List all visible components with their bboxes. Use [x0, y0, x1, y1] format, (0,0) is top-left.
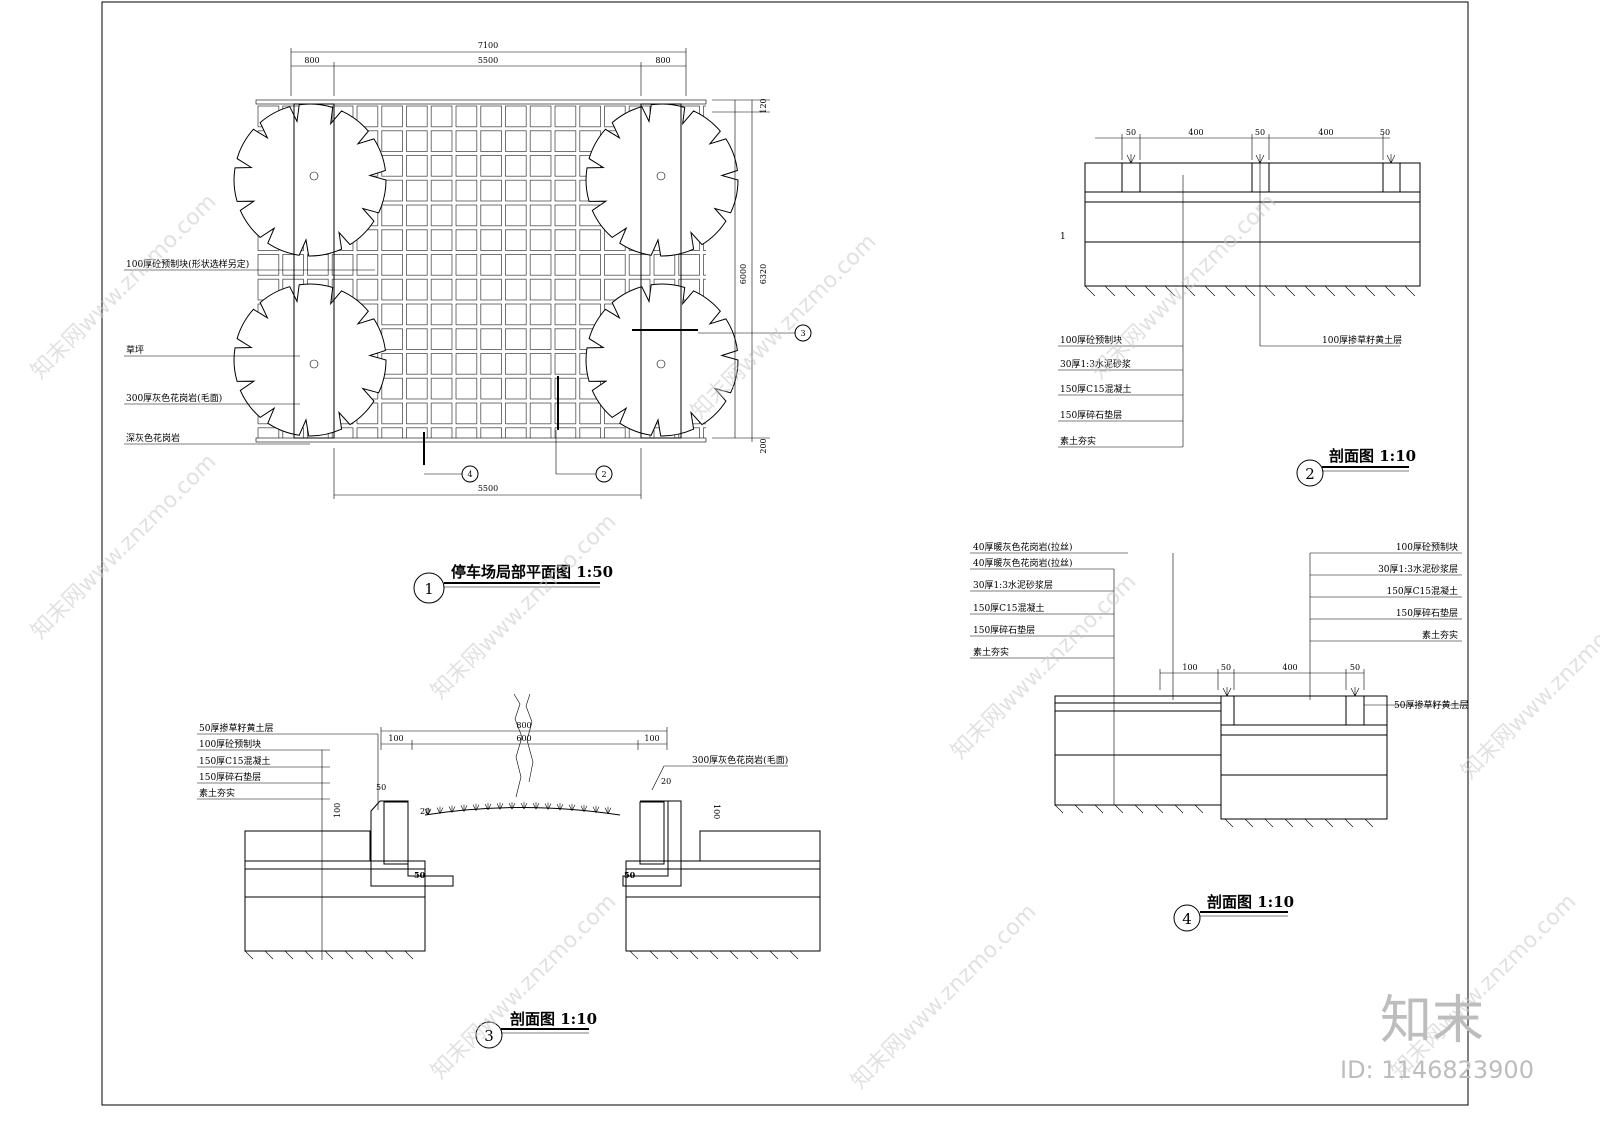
dim-200: 200	[759, 438, 768, 453]
dim-7100: 7100	[478, 41, 498, 50]
dim-5500-bottom: 5500	[478, 484, 498, 493]
dim-600: 600	[516, 734, 531, 743]
dim: 50	[1221, 663, 1231, 672]
section4-title: 剖面图 1:10	[1207, 893, 1294, 911]
section-3: 800 100 600 100 50厚掺草籽黄土层 100厚砼预制块	[197, 693, 821, 1049]
sheet-border	[101, 1, 1469, 1106]
plan-title: 停车场局部平面图 1:50	[451, 563, 613, 581]
dim-100: 100	[388, 734, 403, 743]
section3-number: 3	[484, 1027, 494, 1045]
label: 30厚1:3水泥砂浆层	[973, 579, 1053, 591]
dim-50: 50	[1255, 128, 1265, 137]
dim-800: 800	[304, 56, 319, 65]
dim: 20	[420, 807, 430, 816]
watermark-site: 知末网www.znzmo.com	[427, 889, 622, 1084]
watermark-logo: 知末	[1380, 991, 1484, 1051]
dim-50: 50	[1126, 128, 1136, 137]
marker-2: 2	[601, 470, 606, 479]
plan-number: 1	[424, 580, 434, 598]
section-2: 50 400 50 400 50 1 100厚砼预制块 30厚1:3水泥砂浆 1…	[1058, 128, 1421, 487]
section-4: 100 50 400 50 40厚暖灰色花岗岩(拉丝) 40厚暖灰色花岗岩(拉丝…	[970, 541, 1468, 932]
label: 150厚C15混凝土	[1386, 585, 1458, 597]
tree-canopy	[233, 283, 387, 437]
plan-top-edge	[255, 99, 707, 105]
dim-6320: 6320	[759, 264, 768, 284]
tree-trunk	[309, 359, 319, 369]
dim-6000: 6000	[739, 264, 748, 284]
label: 素土夯实	[973, 646, 1009, 658]
dim: 50	[624, 870, 636, 880]
dim: 100	[712, 804, 721, 819]
section3-title: 剖面图 1:10	[510, 1010, 597, 1028]
label: 30厚1:3水泥砂浆层	[1378, 563, 1458, 575]
label: 100厚砼预制块	[1396, 541, 1458, 553]
label: 40厚暖灰色花岗岩(拉丝)	[973, 557, 1072, 569]
dim: 100	[1182, 663, 1197, 672]
dim: 400	[1282, 663, 1297, 672]
label: 100厚砼预制块	[1060, 334, 1122, 346]
label: 100厚砼预制块	[199, 738, 261, 750]
dim: 50	[414, 870, 426, 880]
tree-trunk	[656, 171, 666, 181]
watermark-id: ID: 1146823900	[1340, 1056, 1534, 1084]
label: 100厚掺草籽黄土层	[1322, 334, 1402, 346]
label: 150厚C15混凝土	[1060, 383, 1132, 395]
marker-3: 3	[800, 329, 805, 338]
label: 150厚C15混凝土	[199, 755, 271, 767]
tree-trunk-section	[513, 693, 534, 798]
tree-trunk	[309, 171, 319, 181]
dim-800: 800	[516, 721, 531, 730]
plan-number-circle	[413, 572, 445, 604]
label: 150厚C15混凝土	[973, 602, 1045, 614]
label: 50厚掺草籽黄土层	[1394, 699, 1468, 711]
dim-400: 400	[1188, 128, 1203, 137]
label: 150厚碎石垫层	[1060, 409, 1122, 421]
dim-50: 50	[1380, 128, 1390, 137]
tree-canopy	[233, 103, 387, 257]
dim: 50	[1350, 663, 1360, 672]
watermark-site: 知末网www.znzmo.com	[27, 449, 222, 644]
label: 素土夯实	[1060, 435, 1096, 447]
dim: 50	[376, 783, 386, 792]
dim-400: 400	[1318, 128, 1333, 137]
label: 素土夯实	[1422, 629, 1458, 641]
watermark-site: 知末网www.znzmo.com	[27, 189, 222, 384]
label-dark-granite: 深灰色花岗岩	[126, 432, 180, 444]
label: 50厚掺草籽黄土层	[199, 722, 273, 734]
planter-pattern-left	[293, 103, 335, 439]
tree-trunk	[656, 359, 666, 369]
dim: 20	[661, 777, 671, 786]
label: 150厚碎石垫层	[1396, 607, 1458, 619]
label: 150厚碎石垫层	[973, 624, 1035, 636]
dim-5500: 5500	[478, 56, 498, 65]
watermark-site: 知末网www.znzmo.com	[947, 569, 1142, 764]
dim: 100	[333, 803, 342, 818]
label: 素土夯实	[199, 787, 235, 799]
section2-title: 剖面图 1:10	[1329, 447, 1416, 465]
section4-number: 4	[1182, 910, 1192, 928]
marker-4: 4	[467, 470, 472, 479]
label: 40厚暖灰色花岗岩(拉丝)	[973, 541, 1072, 553]
label-precast-block: 100厚砼预制块(形状选样另定)	[126, 258, 249, 270]
label: 30厚1:3水泥砂浆	[1060, 358, 1131, 370]
parking-plan: 7100 800 5500 800 120 6000 6320 200 5500…	[124, 41, 812, 604]
dim-800: 800	[655, 56, 670, 65]
label: 150厚碎石垫层	[199, 771, 261, 783]
watermark-site: 知末网www.znzmo.com	[1087, 189, 1282, 384]
section2-number: 2	[1305, 465, 1315, 483]
watermark-site: 知末网www.znzmo.com	[847, 899, 1042, 1094]
label-grey-granite: 300厚灰色花岗岩(毛面)	[126, 392, 222, 404]
label: 300厚灰色花岗岩(毛面)	[692, 754, 788, 766]
watermark-site: 知末网www.znzmo.com	[427, 509, 622, 704]
dim-100: 100	[644, 734, 659, 743]
planter-pattern-right	[640, 103, 682, 439]
section2-side-mark: 1	[1060, 232, 1066, 242]
dim-120: 120	[759, 98, 768, 113]
label-lawn: 草坪	[126, 344, 144, 356]
watermark-site: 知末网www.znzmo.com	[1457, 589, 1600, 784]
plan-bottom-edge	[255, 437, 707, 443]
